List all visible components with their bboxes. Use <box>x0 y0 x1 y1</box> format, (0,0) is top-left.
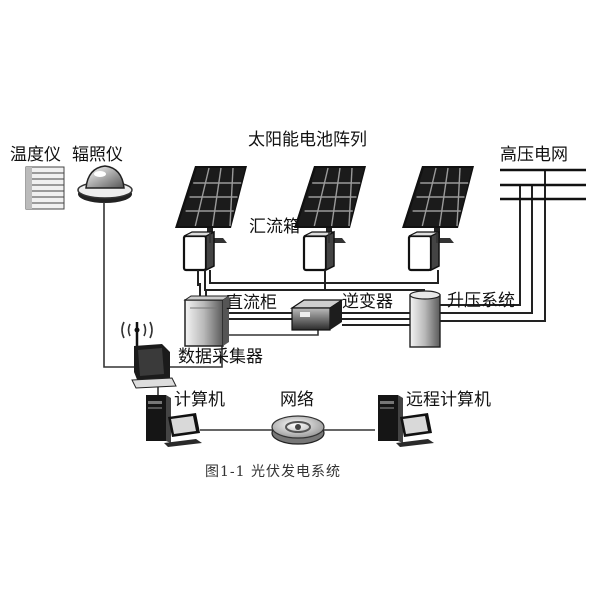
combiner-box-3 <box>407 230 441 272</box>
dc-cabinet-icon <box>183 295 231 347</box>
thermometer-icon <box>25 166 65 210</box>
label-irradiance-meter: 辐照仪 <box>72 145 123 165</box>
label-remote-computer: 远程计算机 <box>406 390 491 410</box>
inverter-icon <box>290 299 344 331</box>
network-hub-icon <box>271 415 325 445</box>
grid-lines <box>500 168 586 201</box>
label-solar-array: 太阳能电池阵列 <box>248 130 367 150</box>
label-step-up: 升压系统 <box>447 291 515 311</box>
irradiance-meter-icon <box>77 165 133 203</box>
label-network: 网络 <box>280 390 314 410</box>
data-collector-icon <box>121 321 177 389</box>
label-data-collector: 数据采集器 <box>178 347 263 367</box>
label-inverter: 逆变器 <box>342 292 393 312</box>
step-up-transformer-icon <box>409 290 441 348</box>
label-grid: 高压电网 <box>500 145 568 165</box>
label-dc-cabinet: 直流柜 <box>226 293 277 313</box>
dc-wiring <box>197 232 439 300</box>
label-computer: 计算机 <box>174 390 225 410</box>
label-combiner-box: 汇流箱 <box>249 217 300 237</box>
figure-caption: 图1-1 光伏发电系统 <box>205 464 341 480</box>
ac-wiring <box>223 170 546 326</box>
label-thermometer: 温度仪 <box>10 145 61 165</box>
